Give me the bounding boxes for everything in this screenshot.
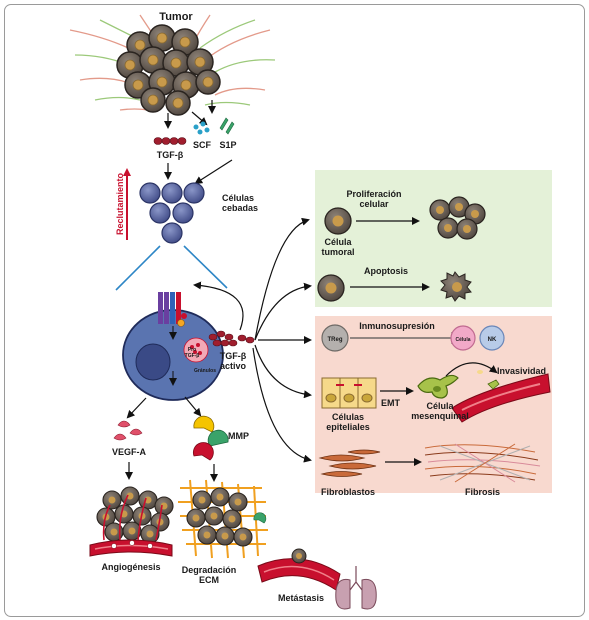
emt-label: EMT	[381, 398, 400, 408]
zoom-line-right	[183, 245, 228, 289]
celulas-cebadas-label-2: cebadas	[222, 203, 259, 213]
proliferation-tumor-cell	[324, 207, 352, 235]
epithelial-cells	[321, 377, 377, 409]
proliferacion-label-1: Proliferación	[346, 189, 402, 199]
tgfb-branch-arrows	[252, 217, 312, 463]
mmp-molecules	[193, 415, 229, 461]
inmunosupresion-label: Inmunosupresión	[359, 321, 435, 331]
celula-tumoral-label-2: tumoral	[321, 247, 355, 257]
fibroblasts	[318, 449, 381, 477]
degradacion-label-2: ECM	[199, 575, 219, 585]
celula-mesenquimal-label-2: mesenquimal	[411, 411, 469, 421]
apoptosis-tumor-cell	[317, 274, 345, 302]
fibrosis-label: Fibrosis	[465, 487, 501, 497]
cell-to-mmp-arrow	[184, 396, 202, 417]
nk-cells	[450, 325, 505, 351]
zoom-line-left	[115, 245, 161, 291]
metastasis-graphic	[257, 548, 377, 610]
invasion-vessel	[451, 370, 551, 423]
vegf-label: VEGF-A	[111, 447, 147, 457]
tgfb-activo-label-1: TGF-β	[219, 351, 247, 361]
proliferated-cells	[429, 196, 486, 240]
treg-label: TReg	[327, 337, 343, 343]
celula-mesenquimal-label-1: Célula	[426, 401, 454, 411]
scf-label: SCF	[193, 140, 211, 150]
celula-nk-label: Célula	[455, 337, 471, 343]
tumor-cluster	[116, 24, 221, 116]
reclutamiento-label: Reclutamiento	[115, 173, 125, 236]
angiogenesis-label: Angiogénesis	[101, 562, 161, 572]
receptor	[158, 292, 187, 327]
vegf-molecules	[113, 420, 143, 441]
celulas-epiteliales-label-1: Células	[331, 412, 365, 422]
metastasis-label: Metástasis	[277, 593, 325, 603]
apoptotic-cell	[440, 271, 472, 302]
scf-molecules	[193, 121, 210, 135]
celulas-epiteliales-label-2: epiteliales	[326, 422, 370, 432]
tgfb-molecules	[153, 137, 187, 145]
ecm-degradation-graphic	[178, 479, 268, 559]
mmp-label: MMP	[228, 431, 249, 441]
green-panel	[315, 170, 552, 307]
pro-tgfb-label-1: Pro	[187, 347, 197, 353]
cell-to-vegf-arrow	[126, 397, 147, 419]
invasion-arrow	[445, 362, 498, 377]
s1p-to-mast-arrow	[194, 159, 233, 185]
degradacion-label-1: Degradación	[181, 565, 237, 575]
angiogenesis-graphic	[89, 486, 174, 557]
apoptosis-label: Apoptosis	[364, 266, 408, 276]
fibroblastos-label: Fibroblastos	[321, 487, 376, 497]
active-tgfb-molecules	[208, 330, 255, 347]
invasividad-label: Invasividad	[497, 366, 547, 376]
pro-tgfb-label-2: TGF-β	[184, 353, 200, 359]
autocrine-arrow	[193, 281, 244, 331]
celulas-cebadas-label-1: Células	[222, 193, 255, 203]
s1p-label: S1P	[219, 140, 237, 150]
fibrosis-mesh	[424, 443, 541, 483]
celula-tumoral-label-1: Célula	[324, 237, 352, 247]
treg-cell	[321, 324, 349, 352]
tgfb-label: TGF-β	[156, 150, 184, 160]
proliferacion-label-2: celular	[359, 199, 389, 209]
granulos-label: Gránulos	[194, 368, 216, 374]
mast-cell-cluster	[139, 182, 205, 244]
s1p-molecules	[219, 117, 235, 135]
tumor-label: Tumor	[159, 11, 193, 23]
mesenchymal-cell	[417, 374, 459, 399]
nk-label: NK	[487, 337, 497, 343]
tgfb-activo-label-2: activo	[219, 361, 247, 371]
large-mast-cell	[122, 292, 224, 401]
